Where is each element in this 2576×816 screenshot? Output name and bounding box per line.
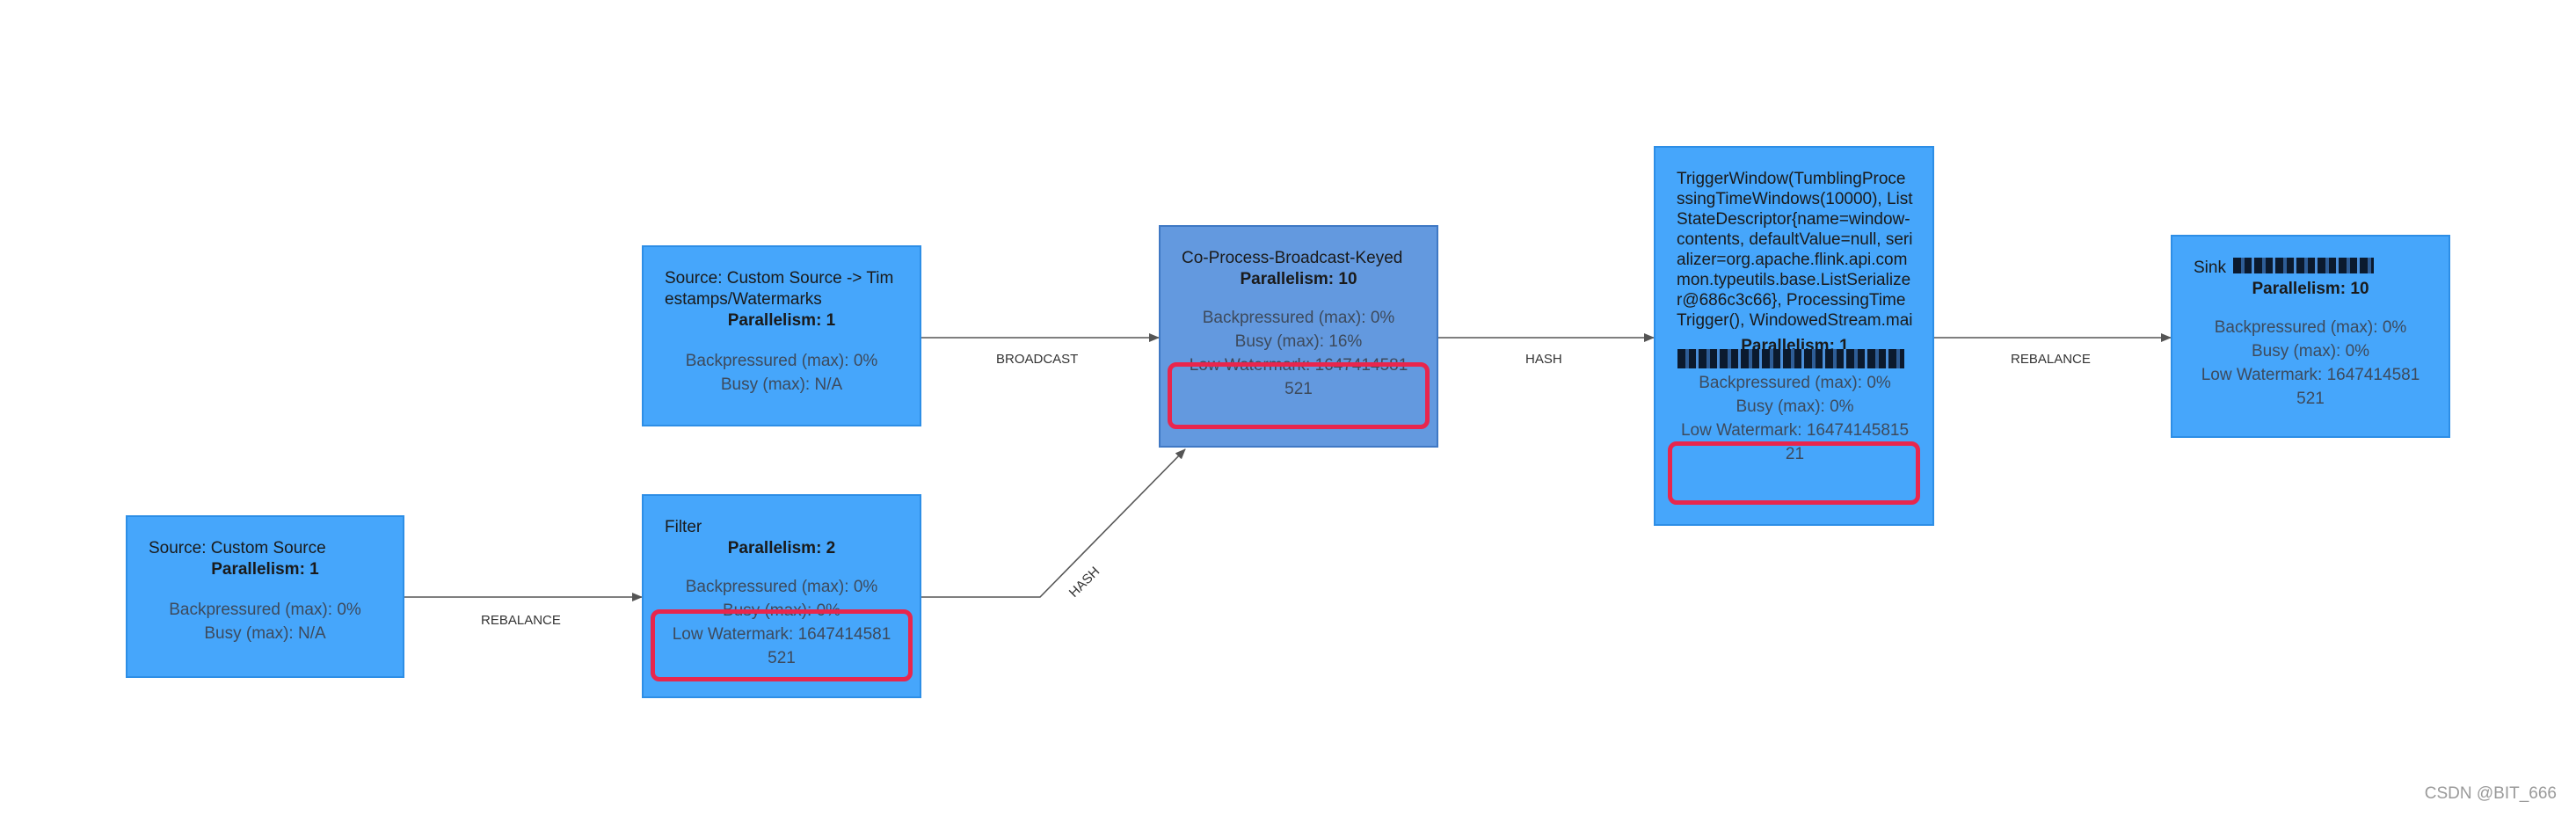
edge-filter-coprocess xyxy=(921,448,1186,598)
busy-metric: Busy (max): N/A xyxy=(720,375,843,394)
node-filter[interactable]: Filter Parallelism: 2 Backpressured (max… xyxy=(642,494,921,698)
backpressured-metric: Backpressured (max): 0% xyxy=(169,601,361,619)
edge-label-source2-coprocess: BROADCAST xyxy=(996,352,1078,367)
low-watermark-metric: Low Watermark: 1647414581521 xyxy=(2201,366,2420,408)
node-metrics: Backpressured (max): 0% Busy (max): N/A xyxy=(665,349,899,397)
edge-label-filter-coprocess: HASH xyxy=(1066,564,1102,600)
backpressured-metric: Backpressured (max): 0% xyxy=(1699,374,1891,392)
node-sink[interactable]: Sink Parallelism: 10 Backpressured (max)… xyxy=(2171,235,2450,438)
node-parallelism: Parallelism: 10 xyxy=(1240,270,1357,288)
node-name: Sink xyxy=(2194,258,2427,279)
node-source-custom-source[interactable]: Source: Custom Source Parallelism: 1 Bac… xyxy=(126,515,404,678)
edge-label-source1-filter: REBALANCE xyxy=(481,613,561,628)
busy-metric: Busy (max): N/A xyxy=(204,624,326,643)
backpressured-metric: Backpressured (max): 0% xyxy=(685,352,878,370)
low-watermark-highlight xyxy=(1668,441,1920,505)
node-source-timestamps-watermarks[interactable]: Source: Custom Source -> Timestamps/Wate… xyxy=(642,245,921,426)
node-parallelism: Parallelism: 1 xyxy=(727,311,836,330)
node-co-process-broadcast-keyed[interactable]: Co-Process-Broadcast-Keyed Parallelism: … xyxy=(1159,225,1438,448)
redacted-text xyxy=(1677,349,1904,368)
node-parallelism: Parallelism: 10 xyxy=(2252,280,2369,298)
low-watermark-metric: Low Watermark: 1647414581521 xyxy=(672,625,891,667)
node-name: Source: Custom Source -> Timestamps/Wate… xyxy=(665,269,894,309)
backpressured-metric: Backpressured (max): 0% xyxy=(1202,309,1395,327)
node-metrics: Backpressured (max): 0% Busy (max): 0% xyxy=(2194,316,2427,363)
busy-metric: Busy (max): 16% xyxy=(1234,332,1363,351)
low-watermark-highlight xyxy=(1168,362,1430,429)
node-trigger-window[interactable]: TriggerWindow(TumblingProcessingTimeWind… xyxy=(1654,146,1934,526)
edge-label-coprocess-trigger: HASH xyxy=(1525,352,1562,367)
backpressured-metric: Backpressured (max): 0% xyxy=(685,578,878,596)
node-name: Source: Custom Source xyxy=(149,539,326,557)
csdn-watermark: CSDN @BIT_666 xyxy=(2424,784,2557,803)
node-metrics: Backpressured (max): 0% Busy (max): N/A xyxy=(149,598,382,645)
backpressured-metric: Backpressured (max): 0% xyxy=(2214,318,2407,337)
low-watermark-highlight xyxy=(651,609,913,681)
node-metrics: Backpressured (max): 0% Busy (max): 16% xyxy=(1182,306,1415,353)
node-name: TriggerWindow(TumblingProcessingTimeWind… xyxy=(1677,170,1913,330)
edge-label-trigger-sink: REBALANCE xyxy=(2011,352,2091,367)
redacted-text xyxy=(2233,258,2374,273)
low-watermark-metric: Low Watermark: 1647414581521 xyxy=(1680,421,1910,463)
node-name: Filter xyxy=(665,518,702,536)
node-name: Co-Process-Broadcast-Keyed xyxy=(1182,249,1403,267)
busy-metric: Busy (max): 0% xyxy=(2251,342,2370,361)
node-parallelism: Parallelism: 1 xyxy=(211,560,319,579)
node-name-text: Sink xyxy=(2194,259,2226,277)
busy-metric: Busy (max): 0% xyxy=(1736,397,1854,416)
node-parallelism: Parallelism: 2 xyxy=(727,539,836,557)
node-metrics: Backpressured (max): 0% Busy (max): 0% xyxy=(1677,371,1913,419)
